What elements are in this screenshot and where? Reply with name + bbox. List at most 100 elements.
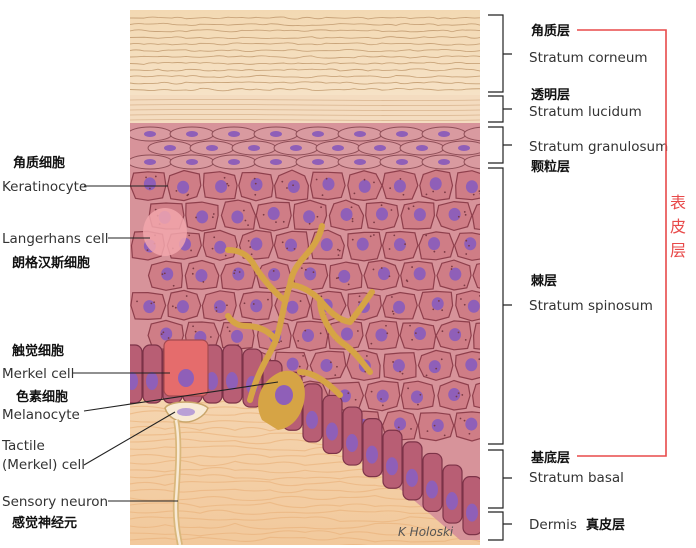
cell-granule: [487, 341, 489, 343]
cell-granule: [351, 217, 354, 220]
lucidum-line: [130, 109, 480, 111]
cell-granule: [451, 265, 453, 268]
granular-nucleus: [144, 131, 156, 137]
sensory-neuron-zh-label: 感觉神经元: [12, 515, 77, 531]
keratinocyte-nucleus: [377, 267, 390, 281]
basal-label: Stratum basal: [529, 470, 624, 486]
cell-granule: [411, 266, 413, 268]
granular-nucleus: [228, 159, 240, 165]
keratinocyte-cell: [472, 263, 480, 289]
keratinocyte-nucleus: [303, 210, 316, 224]
cell-granule: [238, 271, 241, 273]
cell-granule: [329, 361, 332, 364]
cell-granule: [302, 354, 305, 357]
keratinocyte-nucleus: [340, 207, 353, 221]
keratinocyte-nucleus: [214, 240, 227, 254]
keratinocyte-nucleus: [161, 267, 174, 281]
cell-granule: [391, 296, 393, 298]
cell-granule: [404, 243, 407, 246]
cell-granule: [227, 184, 230, 187]
cell-granule: [187, 193, 190, 196]
keratinocyte-nucleus: [356, 237, 369, 251]
granular-nucleus: [206, 145, 218, 151]
keratinocyte-nucleus: [482, 391, 494, 404]
cell-granule: [358, 295, 361, 298]
keratinocyte-nucleus: [428, 360, 441, 374]
cell-granule: [202, 281, 205, 283]
cell-granule: [465, 253, 468, 255]
dermis-zh-label: 真皮层: [586, 517, 625, 533]
granular-cell: [463, 154, 480, 170]
cell-granule: [304, 329, 307, 332]
cell-granule: [419, 393, 422, 396]
cell-granule: [272, 270, 275, 272]
cell-granule: [337, 276, 340, 279]
corneum-flake: [130, 29, 480, 33]
bracket-granulosum: [488, 126, 512, 164]
granular-nucleus: [164, 145, 176, 151]
epidermis-char-2: 皮: [670, 217, 686, 236]
keratinocyte-nucleus: [413, 208, 426, 222]
granulosum-zh-label: 颗粒层: [531, 159, 570, 175]
keratinocyte-nucleus: [413, 327, 426, 341]
cell-granule: [136, 300, 138, 303]
cell-granule: [337, 248, 339, 251]
cell-granule: [472, 193, 475, 196]
granular-nucleus: [480, 131, 492, 137]
keratinocyte-nucleus: [250, 299, 263, 313]
cell-granule: [457, 215, 460, 218]
cell-granule: [443, 251, 446, 253]
cell-granule: [351, 238, 354, 241]
keratinocyte-nucleus: [449, 328, 462, 342]
keratinocyte-nucleus: [393, 300, 406, 314]
cell-granule: [495, 399, 497, 401]
dermis-label: Dermis: [529, 517, 577, 533]
cell-granule: [457, 331, 460, 334]
keratinocyte-nucleus: [375, 328, 388, 342]
granular-nucleus: [396, 131, 408, 137]
cell-granule: [426, 430, 429, 433]
spinosum-zh-label: 棘层: [531, 273, 557, 289]
basal-nucleus: [226, 372, 238, 390]
granular-nucleus: [374, 145, 386, 151]
cell-granule: [337, 254, 340, 256]
cell-granule: [286, 247, 289, 250]
granular-nucleus: [438, 131, 450, 137]
cell-granule: [440, 358, 443, 361]
cell-granule: [250, 253, 253, 256]
keratinocyte-nucleus: [320, 358, 333, 372]
cell-granule: [252, 303, 255, 305]
corneum-flake: [130, 36, 480, 40]
cell-granule: [372, 234, 375, 236]
sensory-neuron-core: [174, 419, 182, 545]
tactile-label-line1: Tactile: [1, 438, 45, 454]
cell-granule: [392, 312, 395, 315]
keratinocyte-nucleus: [250, 178, 263, 192]
lucidum-line: [130, 104, 480, 106]
cell-granule: [412, 205, 415, 208]
granulosum-label: Stratum granulosum: [529, 139, 668, 155]
cell-granule: [433, 424, 436, 427]
cell-granule: [174, 306, 177, 309]
cell-granule: [460, 298, 462, 300]
cell-granule: [385, 324, 387, 327]
bracket-corneum: [488, 14, 512, 93]
cell-granule: [407, 387, 410, 390]
cell-granule: [495, 330, 497, 332]
keratinocyte-nucleus: [467, 299, 480, 313]
cell-granule: [249, 246, 252, 248]
cell-granule: [444, 191, 446, 194]
cell-granule: [402, 193, 405, 196]
keratinocyte-nucleus: [304, 267, 317, 281]
cell-granule: [300, 267, 303, 270]
cell-granule: [335, 277, 338, 280]
cell-granule: [212, 213, 215, 215]
keratinocyte-nucleus: [177, 180, 190, 194]
epidermis-char-3: 层: [670, 241, 686, 260]
cell-granule: [267, 298, 269, 301]
cell-granule: [425, 374, 428, 377]
cell-granule: [226, 304, 228, 307]
basal-nucleus: [346, 434, 358, 453]
cell-granule: [399, 178, 402, 180]
cell-granule: [443, 434, 446, 437]
